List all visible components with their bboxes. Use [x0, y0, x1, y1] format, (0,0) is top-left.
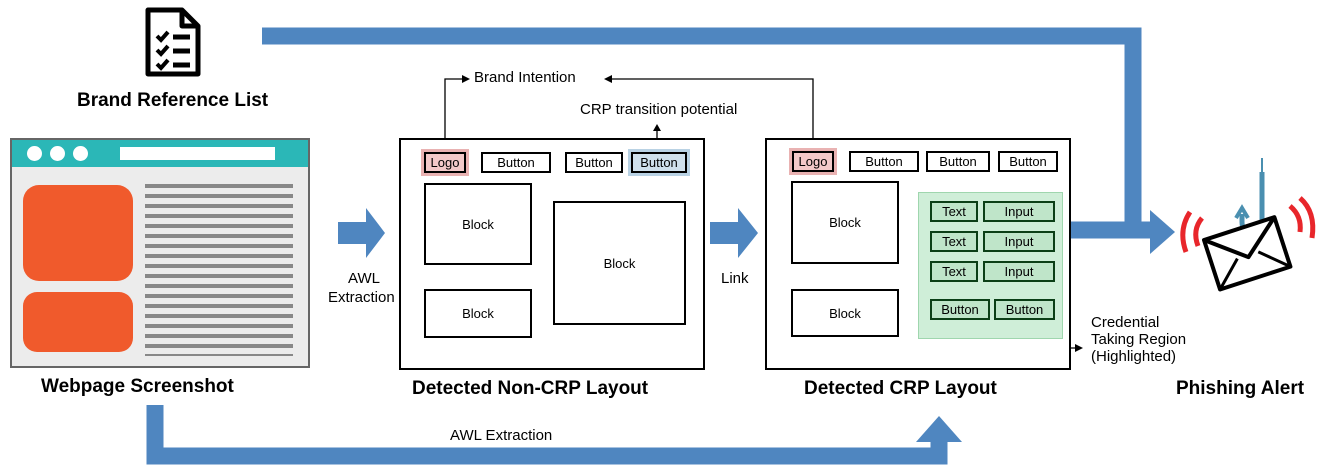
brand-list-to-alert-arrow: [262, 27, 1142, 230]
crp-logo: Logo: [789, 148, 837, 175]
credential-label-line2: Taking Region: [1091, 331, 1187, 348]
brand-intention-line-left: [444, 78, 462, 150]
brand-reference-list-label: Brand Reference List: [77, 90, 269, 111]
text-lines: [145, 184, 293, 356]
crp-button-3: Button: [998, 151, 1058, 172]
checklist-document-icon: [140, 6, 204, 78]
crp-transition-label: CRP transition potential: [580, 101, 738, 118]
input-field-1: Input: [983, 201, 1055, 222]
phishing-envelope-icon: [1180, 158, 1320, 298]
webpage-screenshot: [10, 138, 310, 368]
non-crp-logo: Logo: [421, 149, 469, 176]
non-crp-button-3: Button: [628, 149, 690, 176]
awl-label: AWL: [348, 270, 380, 287]
screenshot-to-crp-arrow: [146, 405, 948, 465]
brand-intention-label: Brand Intention: [474, 69, 576, 86]
text-label-2: Text: [930, 231, 978, 252]
credential-label-line1: Credential: [1091, 314, 1160, 331]
extraction-label: Extraction: [328, 289, 395, 306]
crp-layout-title: Detected CRP Layout: [804, 378, 997, 399]
text-label-1: Text: [930, 201, 978, 222]
input-field-3: Input: [983, 261, 1055, 282]
alert-arrowhead: [1150, 210, 1175, 254]
input-field-2: Input: [983, 231, 1055, 252]
non-crp-layout-title: Detected Non-CRP Layout: [412, 378, 649, 399]
phishing-alert-label: Phishing Alert: [1176, 378, 1305, 399]
orange-block-bottom: [23, 292, 133, 352]
non-crp-block-3: Block: [424, 289, 532, 338]
webpage-screenshot-label: Webpage Screenshot: [41, 376, 234, 397]
brand-intention-line-right: [612, 78, 814, 150]
credential-label-line3: (Highlighted): [1091, 348, 1177, 365]
link-arrow: [710, 208, 758, 258]
crp-button-1: Button: [849, 151, 919, 172]
orange-block-top: [23, 185, 133, 281]
non-crp-button-2: Button: [565, 152, 623, 173]
text-label-3: Text: [930, 261, 978, 282]
browser-titlebar: [12, 140, 308, 167]
non-crp-block-1: Block: [424, 183, 532, 265]
region-button-1: Button: [930, 299, 990, 320]
non-crp-block-2: Block: [553, 201, 686, 325]
crp-button-2: Button: [926, 151, 990, 172]
crp-block-1: Block: [791, 181, 899, 264]
awl-extraction-arrow: [338, 208, 385, 258]
bottom-arrowhead: [916, 416, 962, 442]
non-crp-button-1: Button: [481, 152, 551, 173]
address-bar: [120, 147, 275, 160]
link-label: Link: [721, 270, 749, 287]
crp-block-2: Block: [791, 289, 899, 337]
region-button-2: Button: [994, 299, 1055, 320]
awl-extraction-bottom-label: AWL Extraction: [450, 427, 553, 444]
